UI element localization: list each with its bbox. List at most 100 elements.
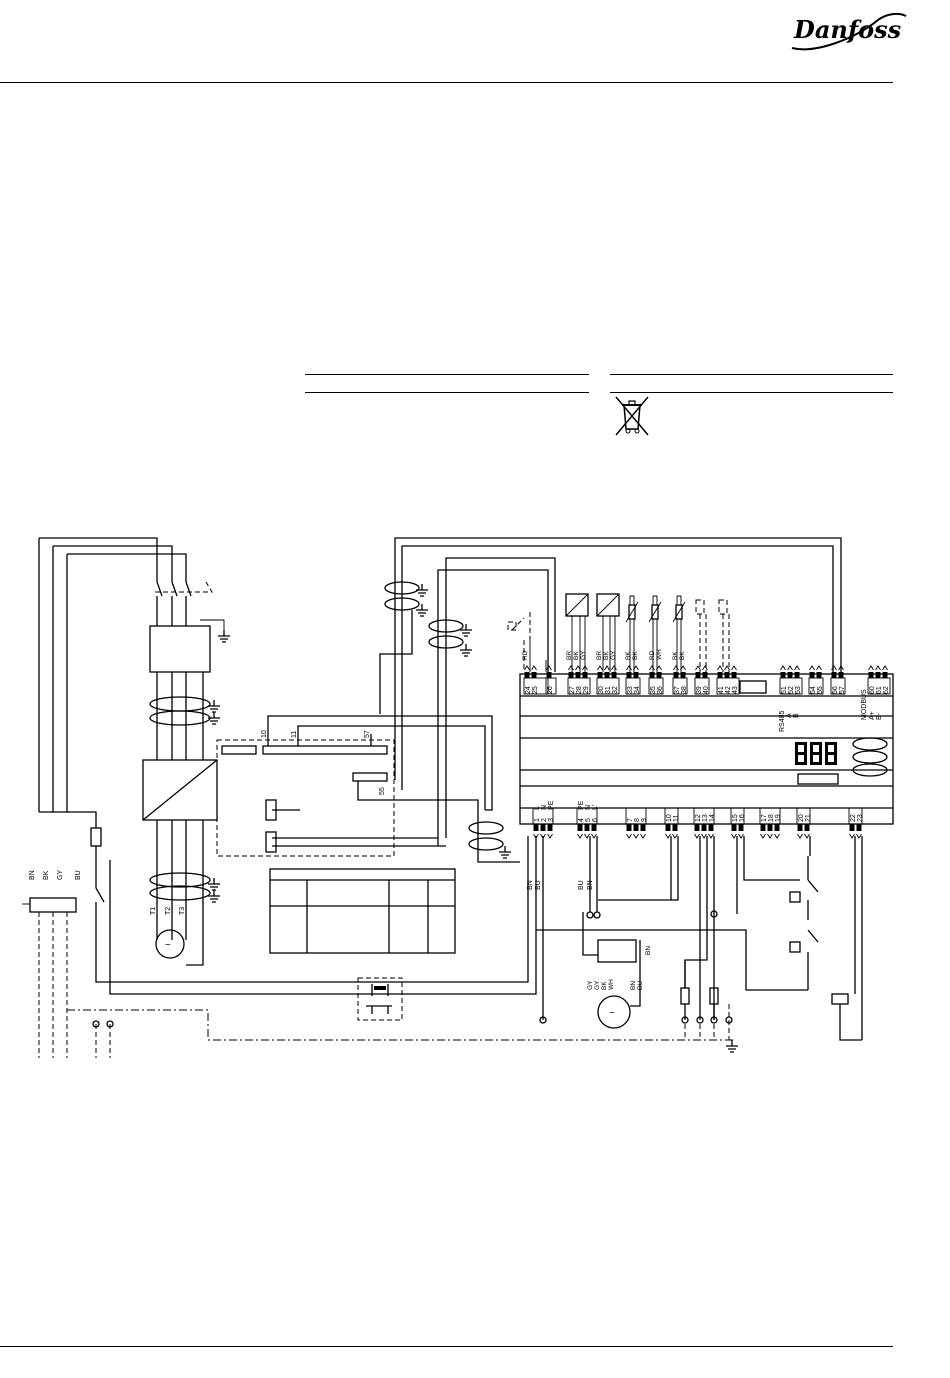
terminal-housing [648, 677, 664, 695]
terminal-arrow [531, 665, 537, 671]
terminal-arrow [577, 833, 583, 839]
terminal-housing [664, 807, 679, 825]
pressure-transmitters [565, 593, 620, 672]
svg-text:10: 10 [666, 814, 673, 822]
terminal-housing [808, 677, 824, 695]
svg-text:34: 34 [634, 686, 641, 694]
terminal-housing [625, 807, 647, 825]
svg-text:16: 16 [739, 814, 746, 822]
svg-text:B-: B- [876, 712, 883, 720]
svg-text:A: A [786, 713, 793, 718]
terminal-housing [694, 677, 710, 695]
terminal-arrow [794, 665, 800, 671]
svg-text:BU: BU [75, 870, 82, 880]
terminal-arrow [804, 833, 810, 839]
footer-rule [0, 1346, 893, 1347]
svg-text:6: 6 [592, 818, 599, 822]
svg-text:43: 43 [732, 686, 739, 694]
svg-text:GY: GY [57, 870, 64, 880]
terminal-arrow [546, 665, 552, 671]
svg-text:L: L [534, 806, 541, 810]
svg-text:10: 10 [261, 730, 268, 738]
terminal-arrow [626, 833, 632, 839]
section-rule-left-bottom [305, 392, 589, 393]
terminal-pin [656, 672, 662, 678]
svg-text:~: ~ [165, 940, 171, 951]
svg-text:32: 32 [612, 686, 619, 694]
terminal-arrow [816, 665, 822, 671]
svg-text:2: 2 [541, 818, 548, 822]
terminal-arrow [731, 665, 737, 671]
terminal-pin [546, 672, 552, 678]
terminal-housing [716, 677, 740, 695]
motor-phase-labels: T1 T2 T3 [150, 907, 186, 915]
terminal-arrow [665, 833, 671, 839]
svg-text:T2: T2 [165, 907, 172, 915]
supply-wiring: BN BU BU BN [527, 836, 808, 1024]
svg-text:BN: BN [645, 946, 652, 955]
svg-text:GY: GY [580, 650, 587, 660]
svg-text:37: 37 [674, 686, 681, 694]
svg-text:RS485: RS485 [779, 710, 786, 732]
terminal-arrow [717, 665, 723, 671]
terminal-arrow [767, 833, 773, 839]
svg-text:WH: WH [608, 979, 615, 990]
svg-text:24: 24 [525, 686, 532, 694]
terminal-arrow [780, 665, 786, 671]
terminal-pin [591, 824, 597, 831]
terminal-arrow [702, 665, 708, 671]
terminal-pin [611, 672, 617, 678]
svg-text:61: 61 [876, 686, 883, 694]
terminal-pin [717, 672, 723, 678]
terminal-pin [868, 672, 874, 678]
svg-text:42: 42 [725, 686, 732, 694]
terminal-pin [816, 672, 822, 678]
terminal-housing [576, 807, 598, 825]
svg-text:56: 56 [832, 686, 839, 694]
svg-text:41: 41 [718, 686, 725, 694]
svg-text:RD: RD [649, 650, 656, 660]
alarm-relay-circuit [789, 836, 863, 1041]
svg-text:28: 28 [576, 686, 583, 694]
terminal-arrow [547, 833, 553, 839]
svg-text:36: 36 [657, 686, 664, 694]
svg-text:B: B [793, 713, 800, 718]
svg-text:BN: BN [630, 981, 637, 990]
svg-text:T1: T1 [150, 907, 157, 915]
svg-text:BK: BK [603, 651, 610, 660]
terminal-arrow [724, 665, 730, 671]
svg-text:BK: BK [43, 870, 50, 880]
condenser-fan: ~ GY GY BK WH BN BU BN [582, 912, 652, 1029]
svg-text:PE: PE [548, 800, 555, 810]
terminal-pin [804, 824, 810, 831]
svg-text:12: 12 [695, 814, 702, 822]
terminal-pin [882, 672, 888, 678]
terminal-pin [649, 672, 655, 678]
svg-text:3: 3 [548, 818, 555, 822]
svg-text:26: 26 [547, 686, 554, 694]
top-terminal-labels: 24 25 26 27 28 29 30 31 32 33 34 35 36 3… [525, 686, 890, 694]
svg-text:BK: BK [679, 651, 686, 660]
terminal-arrow [611, 665, 617, 671]
svg-text:31: 31 [605, 686, 612, 694]
svg-text:BU: BU [535, 880, 542, 890]
svg-text:8: 8 [634, 818, 641, 822]
terminal-arrow [809, 665, 815, 671]
terminal-housing [848, 807, 863, 825]
svg-text:PE: PE [578, 800, 585, 810]
probe-wire-colors: BR BK GY BR BK GY BK BK RD WH BK BK RD [522, 649, 686, 660]
cable-table [269, 868, 456, 954]
svg-text:53: 53 [795, 686, 802, 694]
svg-text:27: 27 [569, 686, 576, 694]
svg-text:11: 11 [673, 815, 680, 822]
terminal-arrow [568, 665, 574, 671]
svg-text:35: 35 [650, 686, 657, 694]
rfi-filter [357, 977, 403, 1021]
svg-text:BK: BK [625, 651, 632, 660]
svg-text:39: 39 [696, 686, 703, 694]
door-switch [507, 612, 531, 672]
svg-text:1: 1 [534, 818, 541, 822]
svg-text:BK: BK [632, 651, 639, 660]
svg-text:17: 17 [761, 814, 768, 822]
